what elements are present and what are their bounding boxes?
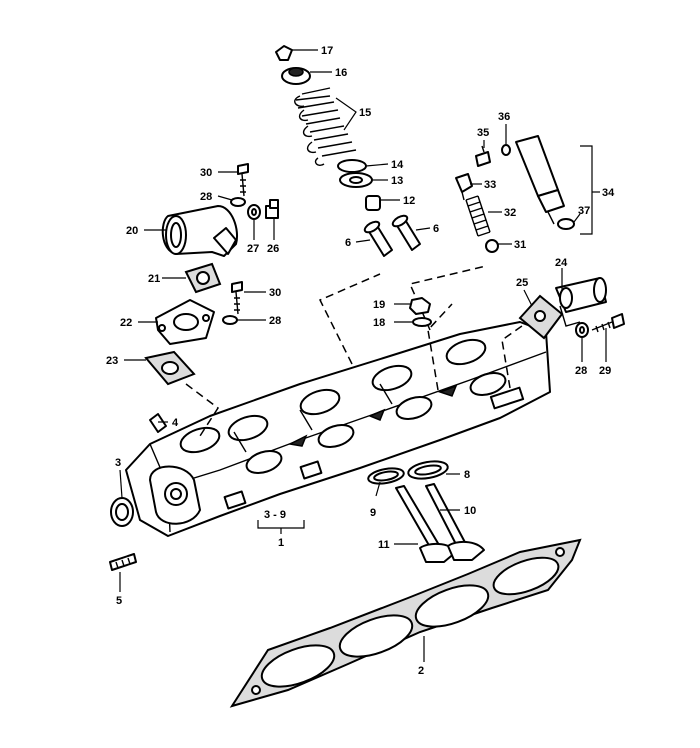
callout-2: 2 (418, 665, 424, 677)
callout-19: 19 (373, 299, 385, 311)
washer-18 (412, 317, 432, 327)
callout-13: 13 (391, 175, 403, 187)
callout-4: 4 (172, 417, 179, 429)
callout-12: 12 (403, 195, 415, 207)
nut-19 (409, 297, 431, 315)
adjuster-33 (455, 173, 473, 201)
callout-3-9: 3 - 9 (264, 509, 286, 521)
callout-31: 31 (514, 239, 526, 251)
callout-28-right: 28 (575, 365, 587, 377)
spring-seat (337, 159, 373, 188)
callout-5: 5 (116, 595, 122, 607)
flange-22 (155, 299, 215, 345)
callout-6-right: 6 (433, 223, 439, 235)
valve-seat-9 (367, 467, 405, 485)
callout-33: 33 (484, 179, 496, 191)
callout-16: 16 (335, 67, 347, 79)
valve-keeper (275, 45, 293, 61)
leader-lines (119, 49, 607, 662)
callout-37: 37 (578, 205, 590, 217)
bolt-35 (475, 145, 491, 167)
callout-8: 8 (464, 469, 470, 481)
callout-3: 3 (115, 457, 121, 469)
washer-36 (501, 144, 511, 156)
callout-11: 11 (378, 539, 390, 551)
callout-32: 32 (504, 207, 516, 219)
bolt-30-upper (237, 163, 249, 197)
seal-37 (557, 218, 575, 230)
washer-28-right (575, 322, 589, 338)
spring-32 (465, 195, 491, 237)
assembly-lines (185, 265, 523, 437)
washer-28-mid (222, 315, 238, 325)
bolt-29 (591, 313, 625, 333)
callout-36: 36 (498, 111, 510, 123)
callout-27: 27 (247, 243, 259, 255)
valve-seat-8 (407, 460, 449, 480)
callout-labels: 17 16 15 14 13 12 6 6 30 28 20 27 26 21 … (106, 45, 615, 677)
callout-23: 23 (106, 355, 118, 367)
callout-15: 15 (359, 107, 371, 119)
callout-14: 14 (391, 159, 404, 171)
callout-29: 29 (599, 365, 611, 377)
callout-22: 22 (120, 317, 132, 329)
cylinder-head (125, 321, 551, 537)
callout-1: 1 (278, 537, 284, 549)
callout-21: 21 (148, 273, 160, 285)
callout-20: 20 (126, 225, 138, 237)
dowel-4 (149, 413, 167, 433)
head-gasket (229, 538, 582, 708)
callout-10: 10 (464, 505, 476, 517)
callout-30-upper: 30 (200, 167, 212, 179)
plug-26 (265, 199, 279, 219)
callout-26: 26 (267, 243, 279, 255)
callout-9: 9 (370, 507, 376, 519)
valve-guides (363, 214, 421, 257)
gasket-23 (144, 350, 196, 386)
ball-31 (485, 239, 499, 253)
callout-17: 17 (321, 45, 333, 57)
callout-25: 25 (516, 277, 528, 289)
stud-5 (109, 553, 137, 571)
callout-35: 35 (477, 127, 489, 139)
valve-spring-retainer (281, 67, 311, 85)
valve-stem-seal (365, 195, 381, 211)
callout-28-upper: 28 (200, 191, 212, 203)
callout-30-lower: 30 (269, 287, 281, 299)
tensioner-34 (515, 135, 565, 225)
callout-6-left: 6 (345, 237, 351, 249)
intake-elbow (161, 205, 238, 257)
gasket-21 (184, 262, 222, 294)
valve-springs (294, 87, 357, 167)
seal-3 (110, 497, 134, 527)
bolt-30-lower (231, 281, 243, 315)
connector-24 (555, 277, 607, 327)
valves-10-11 (395, 483, 485, 563)
washer-28-upper (230, 197, 246, 207)
callout-28-mid: 28 (269, 315, 281, 327)
washer-27 (247, 204, 261, 220)
callout-18: 18 (373, 317, 385, 329)
callout-34: 34 (602, 187, 615, 199)
callout-24: 24 (555, 257, 568, 269)
